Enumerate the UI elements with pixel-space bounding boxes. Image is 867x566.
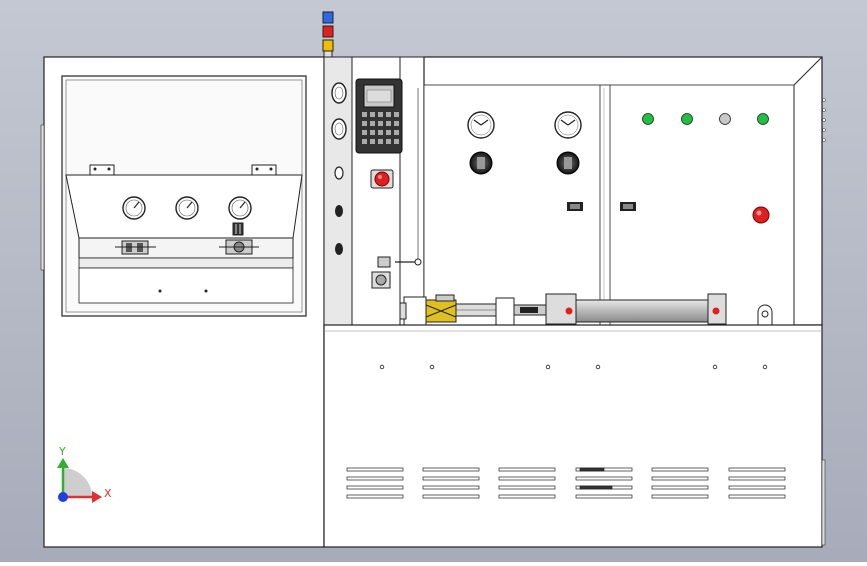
pressure-gauge-1 [122,196,146,220]
left-cabinet [40,56,325,548]
z-axis-dot [58,492,68,502]
indicator-light-1 [642,113,654,125]
hmi-controller[interactable] [355,78,403,154]
signal-light-yellow [322,39,334,52]
indicator-light-4 [757,113,769,125]
vent-grille-5 [651,467,709,499]
vent-grille-6 [728,467,786,499]
rotary-knob-1[interactable] [469,151,493,175]
toggle-switch-1[interactable] [567,202,583,211]
vent-grille-4 [575,467,633,499]
timer-dial-1 [467,111,495,139]
sensor-cable [371,88,422,289]
lower-cabinet [323,324,826,548]
valve-block-right [219,222,259,255]
signal-light-blue [322,11,334,24]
valve-block-left [115,240,156,255]
bracket-assembly [425,294,457,323]
vent-grille-1 [346,467,404,499]
column-gauge-bottom [331,118,347,140]
pressure-gauge-3 [228,196,252,220]
coordinate-triad: Y X [57,445,112,503]
vent-grille-2 [422,467,480,499]
indicator-light-3 [719,113,731,125]
x-axis-label: X [104,487,112,500]
timer-dial-2 [554,111,582,139]
cylinder-assembly [399,293,786,326]
toggle-switch-2[interactable] [620,202,636,211]
vent-grille-3 [498,467,556,499]
stop-button[interactable] [752,206,770,224]
emergency-stop-button[interactable] [370,169,394,189]
pressure-gauge-2 [175,196,199,220]
y-axis-label: Y [58,445,66,458]
column-gauge-top [331,82,347,104]
signal-light-red [322,25,334,38]
indicator-light-2 [681,113,693,125]
signal-tower [322,11,334,59]
y-axis-arrowhead [57,458,69,468]
x-axis-arrowhead [92,491,102,503]
rotary-knob-2[interactable] [556,151,580,175]
right-enclosure [423,56,826,326]
control-column [323,56,425,326]
